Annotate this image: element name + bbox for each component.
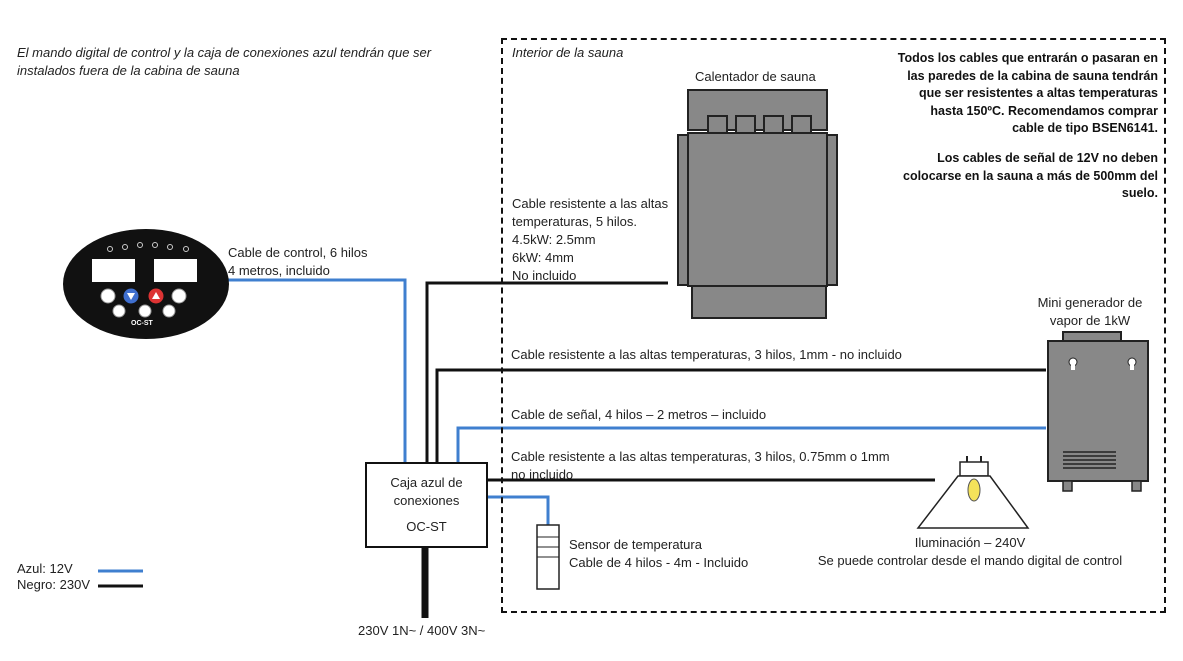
heater-title: Calentador de sauna [695, 69, 816, 84]
sensor-cable-wire [487, 495, 550, 525]
light-line: Iluminación – 240V [914, 535, 1026, 550]
heater-cable-line: 6kW: 4mm [512, 250, 574, 265]
light-fixture-drawing [916, 456, 1030, 529]
sensor-label: Sensor de temperatura Cable de 4 hilos -… [569, 536, 748, 572]
connection-box-line: conexiones [393, 493, 460, 508]
sensor-line: Sensor de temperatura [569, 537, 702, 552]
legend: Azul: 12V Negro: 230V [17, 561, 90, 593]
controller-model-label: OC-ST [131, 320, 153, 327]
steam-generator-drawing [1047, 331, 1149, 492]
remote-controller-drawing [63, 229, 229, 339]
light-cable-label: Cable resistente a las altas temperatura… [511, 448, 890, 484]
signal-cable-wire [456, 426, 1046, 462]
steam-title-line: Mini generador de [1037, 295, 1143, 310]
high-temp-cable-warning: Todos los cables que entrarán o pasaran … [897, 51, 1158, 135]
steam-title-line: vapor de 1kW [1049, 313, 1131, 328]
heater-cable-line: Cable resistente a las altas [512, 196, 669, 211]
light-cable-line: no incluido [511, 467, 574, 482]
steam-generator-title: Mini generador de vapor de 1kW [1030, 294, 1150, 330]
control-cable-label: Cable de control, 6 hilos 4 metros, incl… [228, 244, 367, 280]
light-label: Iluminación – 240V Se puede controlar de… [800, 534, 1140, 570]
steam-cable-label: Cable resistente a las altas temperatura… [511, 347, 902, 362]
sauna-interior-boundary [501, 38, 1166, 613]
signal-cable-label: Cable de señal, 4 hilos – 2 metros – inc… [511, 407, 767, 422]
heater-cable-line: temperaturas, 5 hilos. [512, 214, 638, 229]
connection-box-model: OC-ST [406, 519, 447, 534]
heater-cable-line: 4.5kW: 2.5mm [512, 232, 596, 247]
steam-cable-wire [435, 368, 1046, 462]
control-cable-wire [226, 278, 407, 462]
connection-box-line: Caja azul de [390, 475, 463, 490]
sensor-line: Cable de 4 hilos - 4m - Incluido [569, 555, 749, 570]
connection-box: Caja azul de conexiones OC-ST [365, 462, 488, 548]
light-line: Se puede controlar desde el mando digita… [817, 553, 1123, 568]
control-cable-line: Cable de control, 6 hilos [228, 245, 368, 260]
heater-drawing [677, 89, 838, 319]
light-cable-line: Cable resistente a las altas temperatura… [511, 449, 890, 464]
interior-label: Interior de la sauna [512, 45, 624, 60]
legend-item-black: Negro: 230V [17, 577, 90, 592]
temperature-sensor-drawing [536, 524, 560, 590]
control-cable-line: 4 metros, incluido [228, 263, 330, 278]
heater-cable-wire [425, 281, 668, 462]
outside-installation-note: El mando digital de control y la caja de… [17, 45, 432, 78]
power-supply-label: 230V 1N~ / 400V 3N~ [358, 623, 486, 638]
heater-cable-line: No incluido [512, 268, 577, 283]
signal-cable-height-warning: Los cables de señal de 12V no deben colo… [903, 151, 1158, 200]
heater-cable-label: Cable resistente a las altas temperatura… [512, 195, 668, 285]
legend-item-blue: Azul: 12V [17, 561, 73, 576]
